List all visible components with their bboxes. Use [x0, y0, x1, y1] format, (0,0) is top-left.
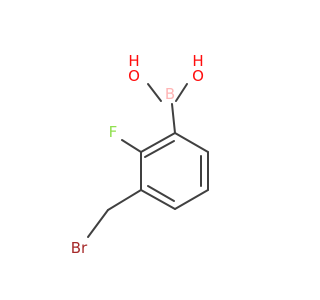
bond-ring-c1-c2: [140, 132, 176, 153]
bond-ring-c3-c4: [140, 189, 176, 210]
bond-c1-b: [171, 103, 176, 134]
hydroxyl-2-o-label: O: [192, 67, 204, 85]
bond-ring-c4-c5: [174, 189, 209, 210]
fluorine-label: F: [109, 123, 118, 141]
bond-c2-f: [121, 139, 142, 153]
boronic-acid-structure: H O H O B F Br: [71, 52, 209, 257]
bond-ring-c1-c2-inner: [144, 140, 175, 158]
hydroxyl-1-h-label: H: [128, 52, 139, 70]
bond-ch2-br: [87, 209, 109, 238]
hydroxyl-2-h-label: H: [192, 52, 203, 70]
bromine-label: Br: [71, 239, 88, 257]
bond-ring-c3-c4-inner: [147, 185, 175, 202]
bond-c3-ch2: [107, 189, 142, 211]
bond-b-o1: [147, 83, 162, 102]
bond-ring-c6-c1: [174, 132, 209, 153]
hydroxyl-1-o-label: O: [128, 67, 140, 85]
bond-b-o2: [175, 83, 188, 102]
boron-label: B: [165, 85, 175, 103]
